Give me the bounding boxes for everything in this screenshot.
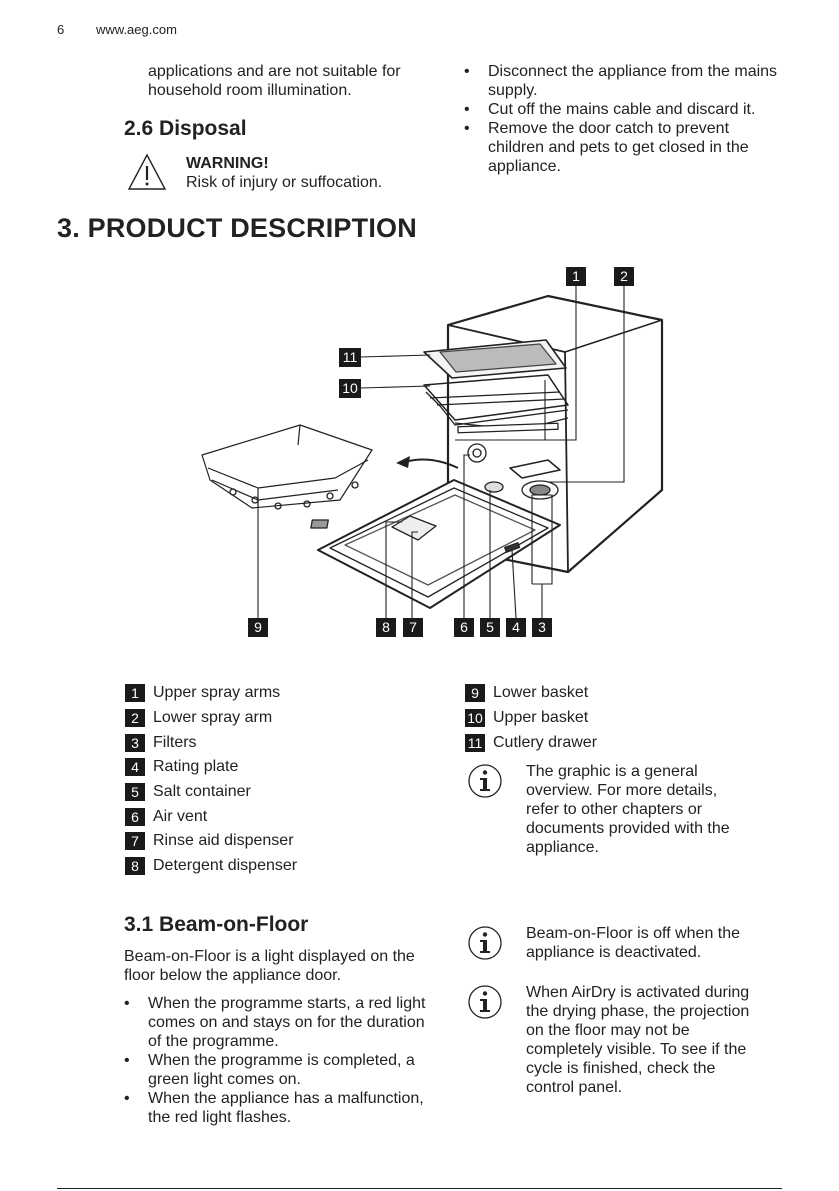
legend-number: 9	[465, 684, 485, 702]
callout-8: 8	[376, 618, 396, 637]
legend-number: 2	[125, 709, 145, 727]
legend-label: Rinse aid dispenser	[153, 832, 294, 849]
callout-3: 3	[532, 618, 552, 637]
beam-bullet: • When the programme starts, a red light…	[124, 995, 426, 1050]
disposal-bullet: • Disconnect the appliance from the main…	[464, 63, 778, 99]
beam-bullet: • When the programme is completed, a gre…	[124, 1052, 415, 1088]
callout-7: 7	[403, 618, 423, 637]
info-note-airdry: When AirDry is activated during the dryi…	[526, 984, 750, 1096]
warning-title: WARNING!	[186, 155, 269, 172]
disposal-bullet: • Remove the door catch to prevent child…	[464, 120, 749, 175]
section-3-1-title: 3.1 Beam-on-Floor	[124, 913, 309, 936]
info-icon	[468, 764, 502, 798]
legend-label: Air vent	[153, 808, 208, 825]
legend-number: 10	[465, 709, 485, 727]
warning-triangle-icon	[127, 153, 167, 190]
legend-label: Salt container	[153, 783, 251, 800]
info-icon	[468, 985, 502, 1019]
callout-9: 9	[248, 618, 268, 637]
legend-label: Upper basket	[493, 709, 589, 726]
dishwasher-illustration	[201, 285, 664, 619]
disposal-bullet: • Cut off the mains cable and discard it…	[464, 101, 756, 118]
legend-number: 3	[125, 734, 145, 752]
callout-11: 11	[339, 348, 361, 367]
beam-bullet: • When the appliance has a malfunction, …	[124, 1090, 424, 1126]
lighting-note: applications and are not suitable for ho…	[148, 63, 401, 99]
callout-6: 6	[454, 618, 474, 637]
beam-intro: Beam-on-Floor is a light displayed on th…	[124, 948, 415, 984]
legend-label: Upper spray arms	[153, 684, 281, 701]
legend-number: 11	[465, 734, 485, 752]
legend-number: 1	[125, 684, 145, 702]
legend-label: Cutlery drawer	[493, 734, 598, 751]
section-3-title: 3. PRODUCT DESCRIPTION	[57, 213, 417, 243]
site-url[interactable]: www.aeg.com	[96, 22, 177, 37]
legend-label: Filters	[153, 734, 197, 751]
legend-label: Rating plate	[153, 758, 239, 775]
callout-5: 5	[480, 618, 500, 637]
legend-number: 5	[125, 783, 145, 801]
footer-rule	[57, 1188, 782, 1189]
legend-number: 8	[125, 857, 145, 875]
legend-label: Lower basket	[493, 684, 589, 701]
callout-2: 2	[614, 267, 634, 286]
section-2-6-title: 2.6 Disposal	[124, 117, 247, 140]
info-note-overview: The graphic is a general overview. For m…	[526, 763, 730, 856]
callout-4: 4	[506, 618, 526, 637]
legend-number: 4	[125, 758, 145, 776]
legend-number: 6	[125, 808, 145, 826]
page-number: 6	[57, 22, 65, 37]
legend-label: Lower spray arm	[153, 709, 273, 726]
warning-text: Risk of injury or suffocation.	[186, 174, 383, 191]
legend-number: 7	[125, 832, 145, 850]
info-icon	[468, 926, 502, 960]
legend-label: Detergent dispenser	[153, 857, 298, 874]
info-note-beam-off: Beam-on-Floor is off when the appliance …	[526, 925, 741, 961]
callout-10: 10	[339, 379, 361, 398]
callout-1: 1	[566, 267, 586, 286]
